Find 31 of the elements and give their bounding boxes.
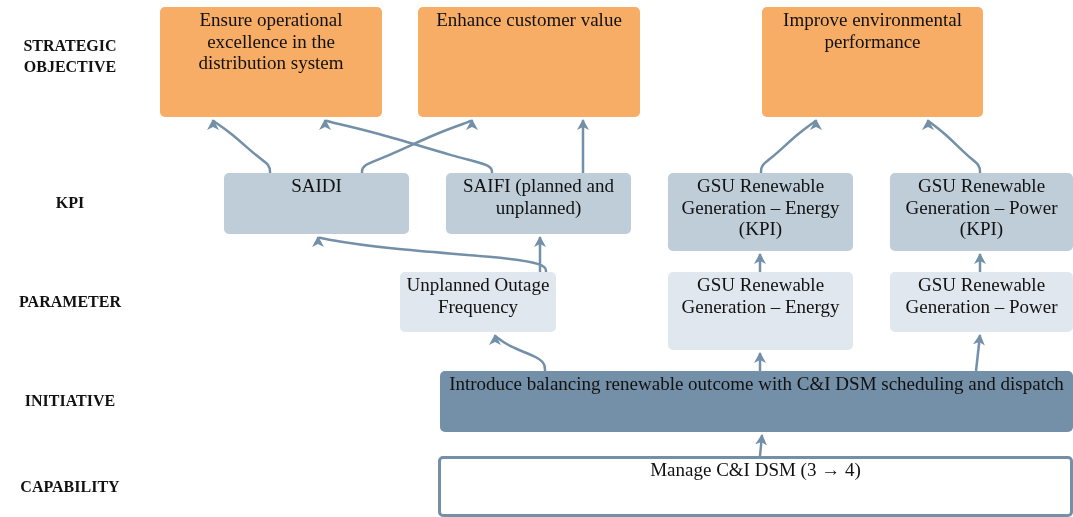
- kpi-box: SAIDI: [224, 173, 409, 234]
- capability-box: Manage C&I DSM (3 → 4): [438, 456, 1073, 517]
- arrow: [489, 333, 547, 372]
- row-label: KPI: [54, 193, 86, 213]
- arrow: [319, 118, 494, 174]
- objective-box: Ensure operational excellence in the distribution system: [160, 7, 382, 117]
- kpi-box: GSU Renewable Generation – Power (KPI): [890, 173, 1073, 251]
- arrow: [755, 434, 767, 457]
- row-label: CAPABILITY: [19, 477, 121, 497]
- initiative-box: Introduce balancing renewable outcome with C&I DSM scheduling and dispatch: [440, 371, 1073, 432]
- parameter-box: GSU Renewable Generation – Energy: [668, 272, 853, 350]
- arrow: [972, 334, 985, 372]
- parameter-box: GSU Renewable Generation – Power: [890, 272, 1073, 332]
- arrow: [577, 119, 589, 173]
- arrow: [974, 253, 986, 272]
- arrow: [312, 235, 548, 273]
- arrow: [360, 118, 478, 174]
- row-label: INITIATIVE: [23, 391, 117, 411]
- objective-box: Enhance customer value: [418, 7, 640, 117]
- parameter-box: Unplanned Outage Frequency: [400, 272, 556, 332]
- arrow: [754, 253, 766, 272]
- kpi-box: GSU Renewable Generation – Energy (KPI): [668, 173, 853, 251]
- objective-box: Improve environmental performance: [762, 7, 983, 117]
- row-label: PARAMETER: [18, 292, 122, 312]
- arrow: [922, 118, 982, 174]
- arrow: [207, 118, 272, 174]
- arrow: [754, 352, 766, 371]
- arrow: [759, 118, 822, 174]
- kpi-box: SAIFI (planned and unplanned): [446, 173, 631, 234]
- arrow: [534, 236, 546, 272]
- row-label: STRATEGIC OBJECTIVE: [22, 36, 118, 77]
